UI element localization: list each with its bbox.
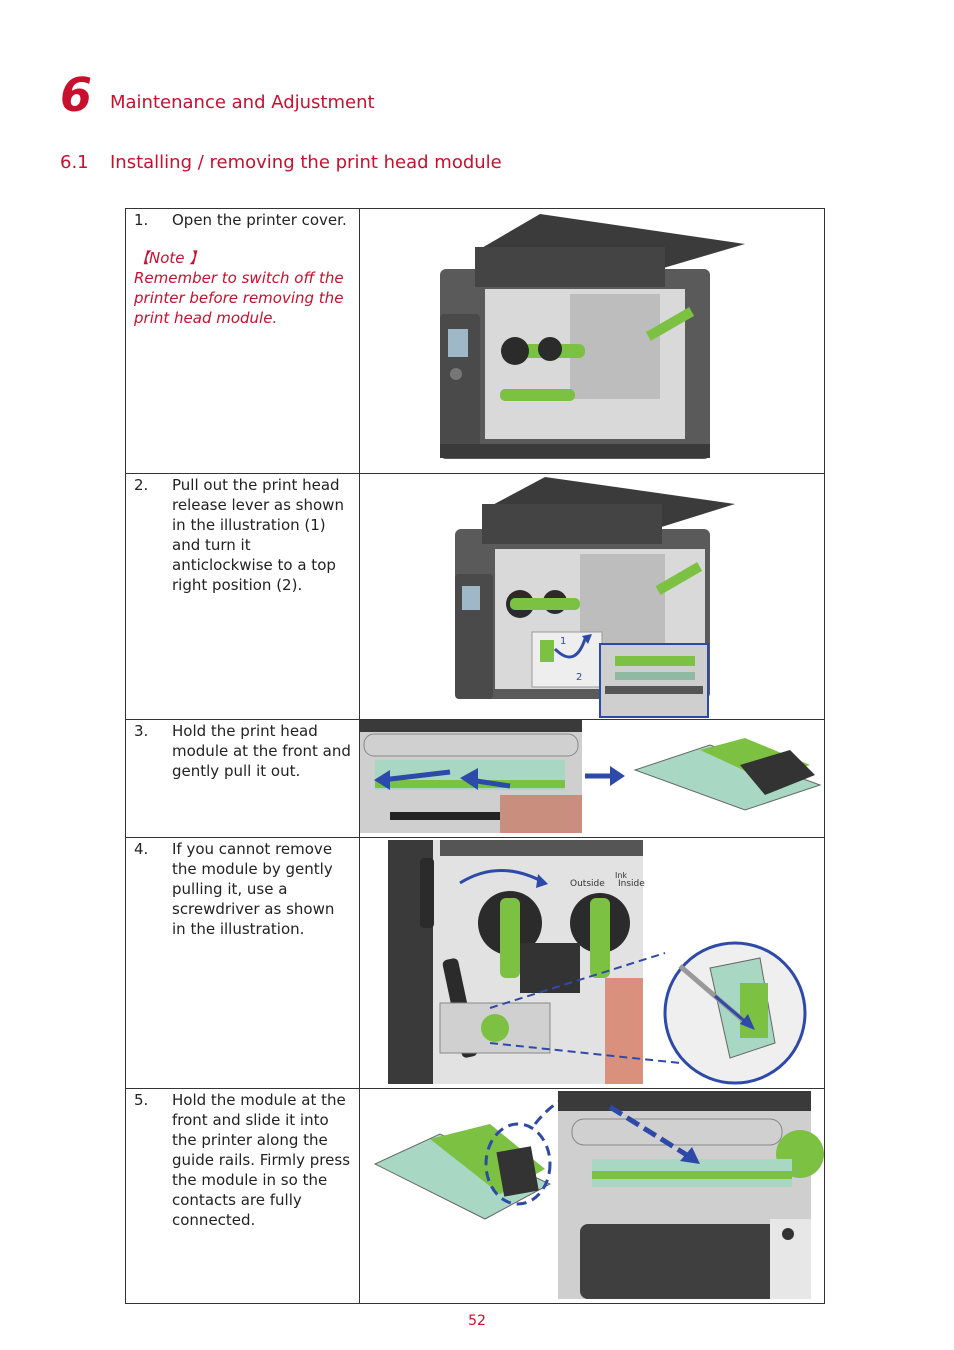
chapter-number: 6 bbox=[60, 68, 93, 122]
steps-table: 1. Open the printer cover. 【Note 】 Remem… bbox=[125, 208, 825, 1304]
section-title: Installing / removing the print head mod… bbox=[110, 152, 502, 173]
step-illustration-cell bbox=[359, 208, 825, 474]
note-title: 【Note 】 bbox=[134, 249, 205, 267]
page-number: 52 bbox=[468, 1313, 486, 1329]
step-illustration-cell bbox=[359, 719, 825, 838]
note-text: Remember to switch off the printer befor… bbox=[134, 269, 344, 327]
callout-1-label: 1 bbox=[560, 636, 566, 647]
step-row-1: 1. Open the printer cover. 【Note 】 Remem… bbox=[125, 208, 825, 474]
step-text: Open the printer cover. bbox=[172, 211, 347, 229]
callout-2-label: 2 bbox=[576, 672, 582, 683]
inside-label: Inside bbox=[618, 879, 645, 889]
pull-out-module-illustration bbox=[360, 720, 822, 833]
insert-module-illustration bbox=[373, 1091, 824, 1299]
step-illustration-cell: 1 2 bbox=[359, 473, 825, 720]
section-number: 6.1 bbox=[60, 152, 89, 173]
step-text-cell: 1. Open the printer cover. 【Note 】 Remem… bbox=[125, 208, 360, 474]
printer-open-cover-illustration bbox=[440, 214, 745, 459]
step-number: 5. bbox=[134, 1091, 149, 1109]
step-row-2: 2. Pull out the print head release lever… bbox=[125, 473, 825, 720]
step-number: 2. bbox=[134, 476, 149, 494]
step-row-4: 4. If you cannot remove the module by ge… bbox=[125, 837, 825, 1089]
step-number: 1. bbox=[134, 211, 149, 229]
step-illustration-cell: Outside Ink Inside bbox=[359, 837, 825, 1089]
step-text-cell: 2. Pull out the print head release lever… bbox=[125, 473, 360, 720]
step-illustration-cell bbox=[359, 1088, 825, 1304]
step-text-cell: 5. Hold the module at the front and slid… bbox=[125, 1088, 360, 1304]
step-number: 4. bbox=[134, 840, 149, 858]
step-text: Hold the print head module at the front … bbox=[172, 722, 351, 780]
step-row-5: 5. Hold the module at the front and slid… bbox=[125, 1088, 825, 1304]
print-head-lever-illustration: 1 2 bbox=[455, 477, 735, 718]
step-text: Hold the module at the front and slide i… bbox=[172, 1091, 351, 1229]
step-text-cell: 4. If you cannot remove the module by ge… bbox=[125, 837, 360, 1089]
step-row-3: 3. Hold the print head module at the fro… bbox=[125, 719, 825, 838]
outside-label: Outside bbox=[570, 879, 605, 889]
chapter-title: Maintenance and Adjustment bbox=[110, 92, 375, 113]
ink-label: Ink bbox=[615, 871, 627, 880]
step-number: 3. bbox=[134, 722, 149, 740]
step-text-cell: 3. Hold the print head module at the fro… bbox=[125, 719, 360, 838]
step-text: Pull out the print head release lever as… bbox=[172, 476, 344, 594]
screwdriver-removal-illustration: Outside Ink Inside bbox=[388, 840, 807, 1085]
step-text: If you cannot remove the module by gentl… bbox=[172, 840, 335, 938]
